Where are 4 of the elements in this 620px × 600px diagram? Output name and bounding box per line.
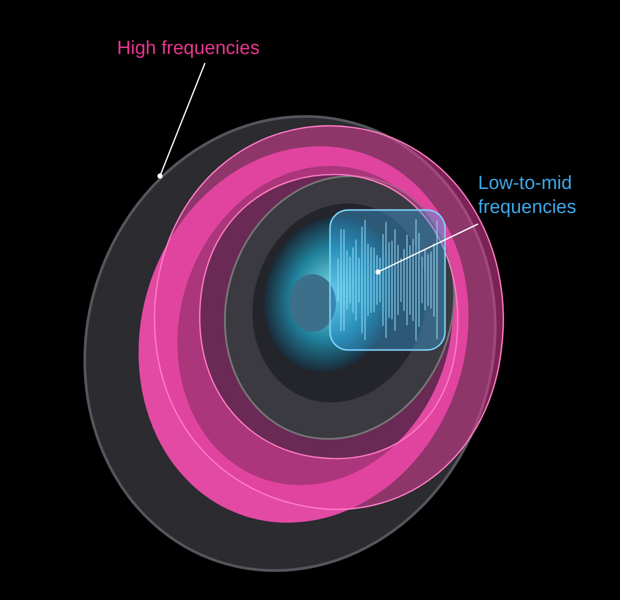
callout-label: Low-to-mid frequencies <box>478 172 608 220</box>
callout-label: High frequencies <box>117 37 307 61</box>
leader-line <box>375 223 478 275</box>
leader-line <box>157 62 206 179</box>
